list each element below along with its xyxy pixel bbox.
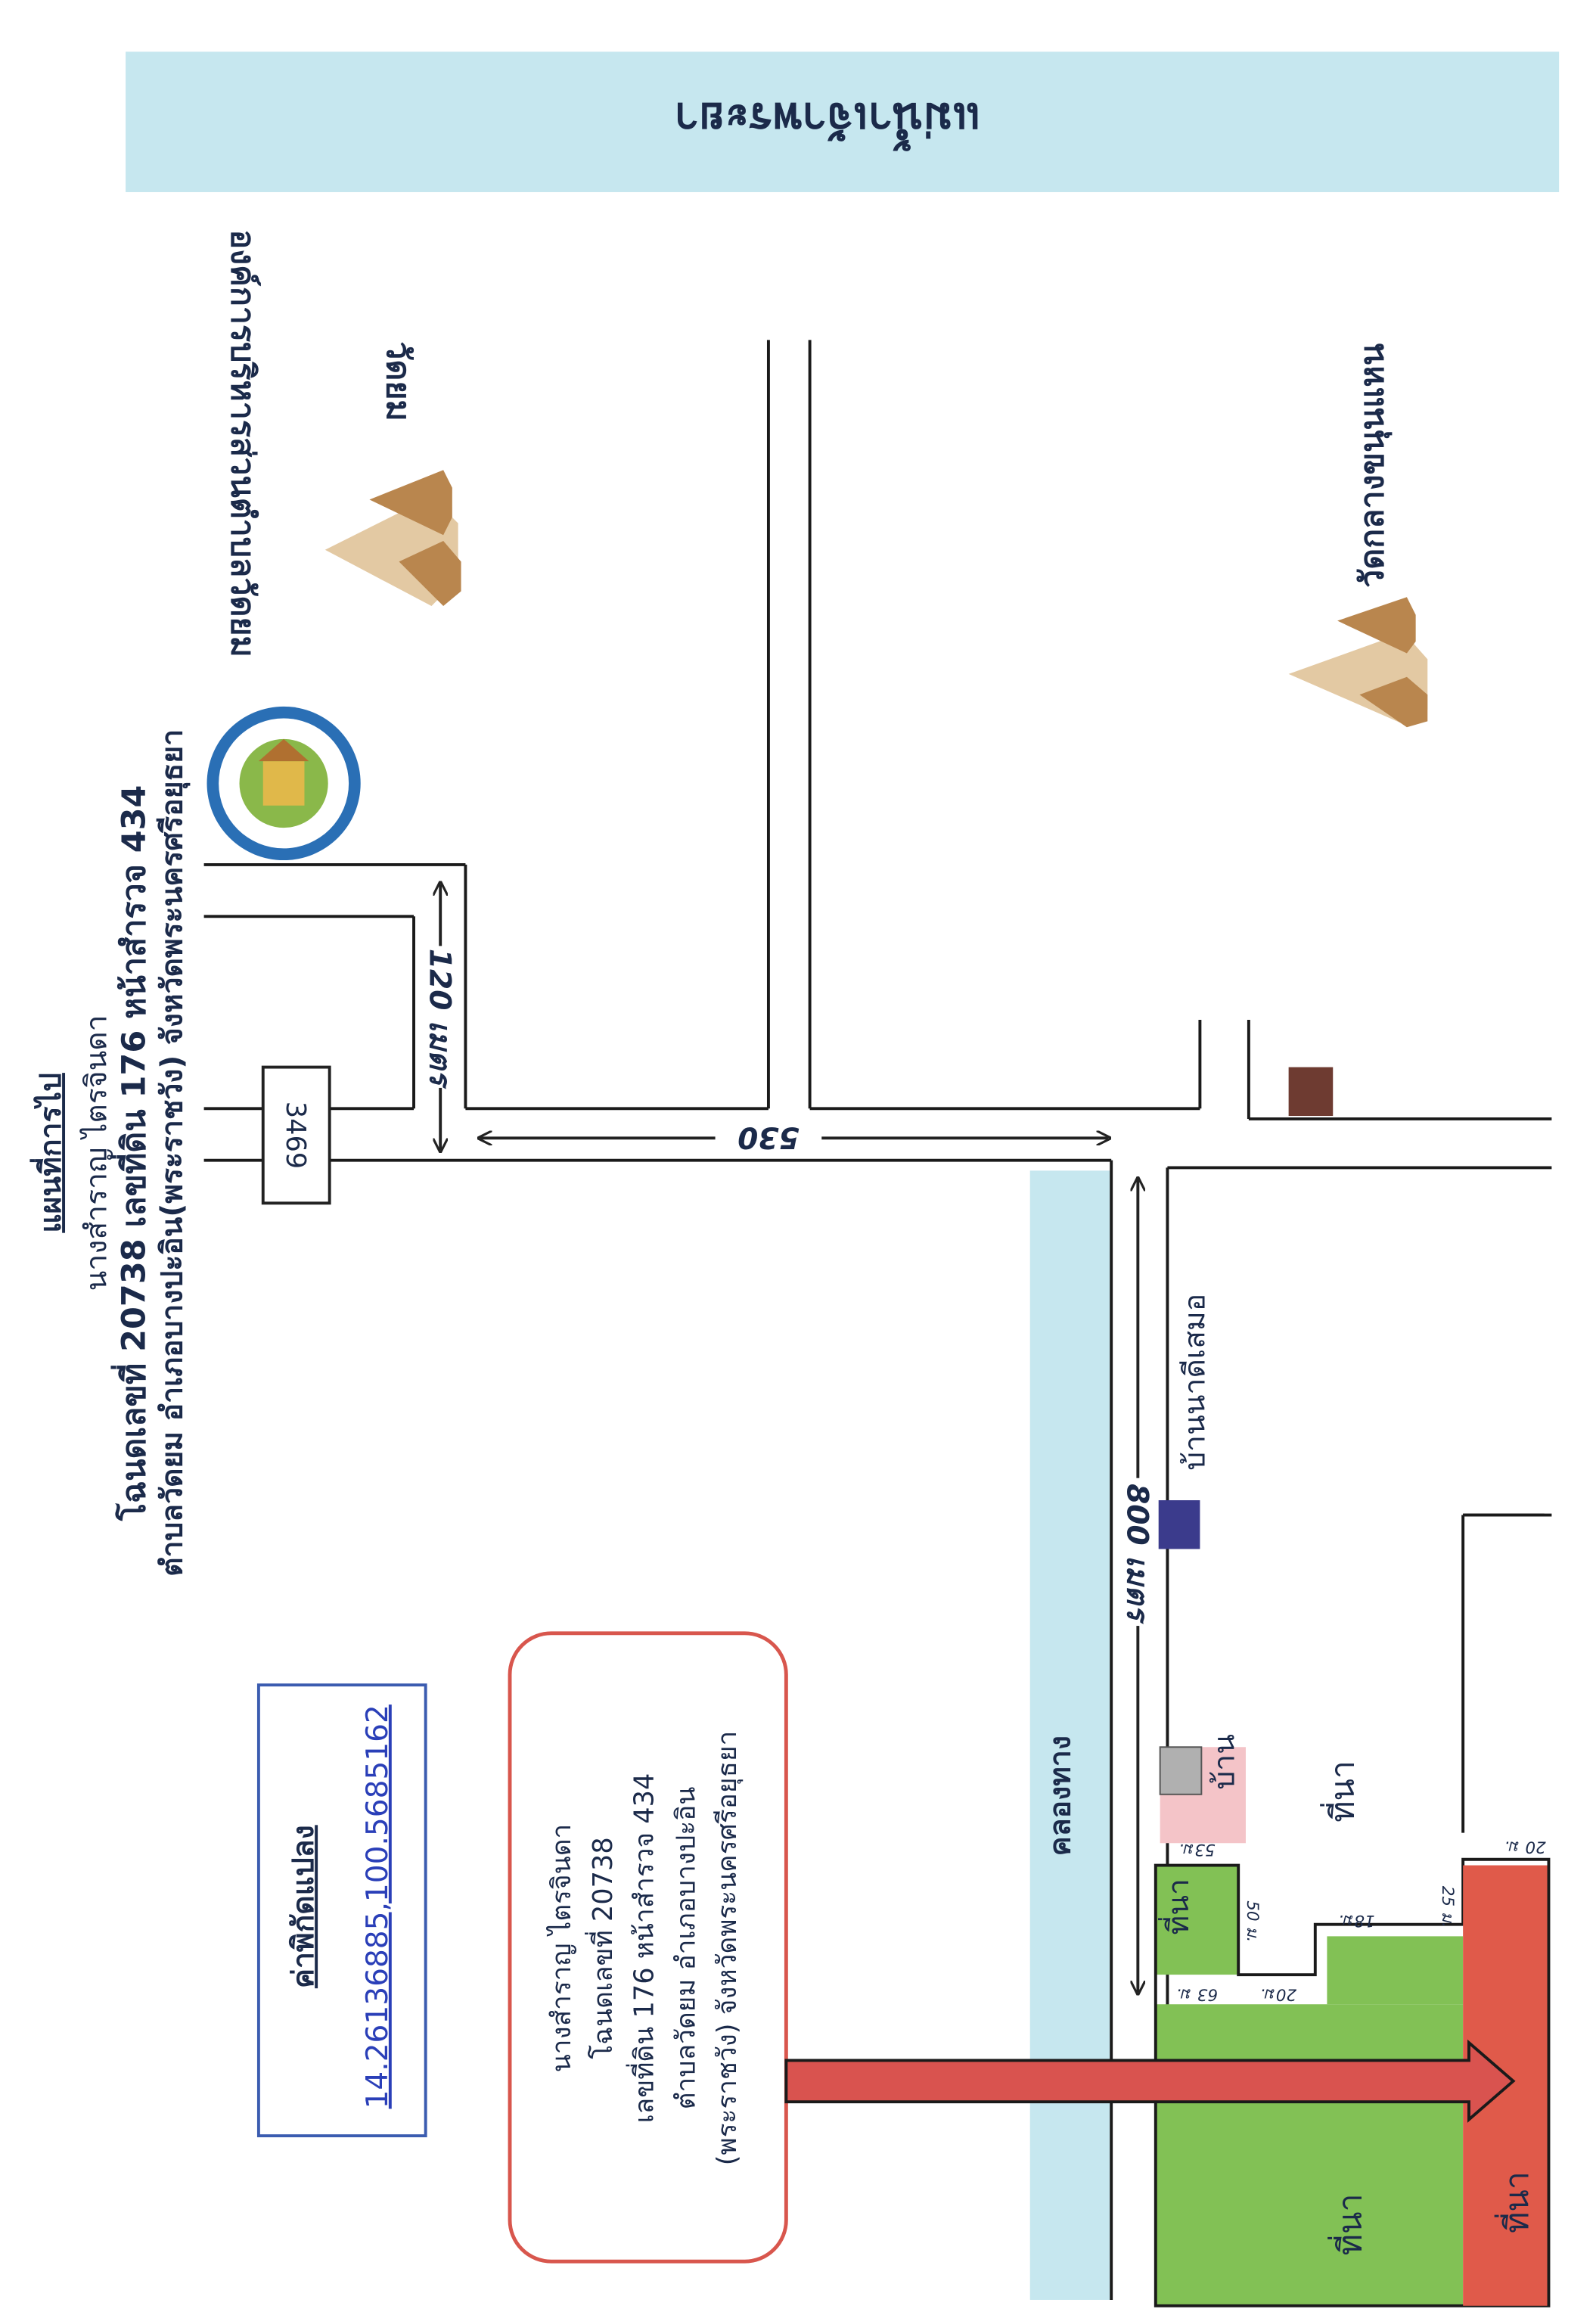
title-block: แผนที่การไป นางสำราญ ไตรจินดา โฉนดเลขที่… — [29, 729, 190, 1577]
paddy-label-2: ที่นา — [1158, 1878, 1196, 1934]
canal — [1029, 1170, 1112, 2300]
temple-wat-klang-icon — [1288, 597, 1428, 728]
distance-120m-label: 120 เมตร — [423, 949, 457, 1090]
pointer-arrow — [784, 2039, 1516, 2123]
callout-box — [508, 1631, 788, 2264]
distance-530-label: 530 — [737, 1120, 800, 1154]
distance-800m-mask — [1119, 1478, 1156, 1627]
distance-120m-mask — [422, 946, 458, 1088]
callout-line-5: (พระราชวัง) จังหวัดพระนครศรีอยุธยา — [712, 1731, 743, 2166]
road-number-box — [261, 1065, 331, 1205]
measure-63m: 63 ม. — [1176, 1985, 1218, 2004]
village-label: บ้านนาดีเสมอ — [1178, 1294, 1212, 1471]
river — [126, 51, 1560, 192]
measure-25m: 25 ม. — [1438, 1886, 1457, 1928]
measure-53m: 53ม. — [1178, 1840, 1215, 1859]
title-owner: นางสำราญ ไตรจินดา — [80, 1015, 114, 1291]
distance-800m-label: 800 เมตร — [1120, 1484, 1154, 1625]
canal-label: คลองทาง — [1043, 1736, 1077, 1856]
village-marker — [1158, 1500, 1200, 1549]
tao-office-label: องค์การบริหารส่วนตำบลวัดยม — [224, 229, 262, 657]
coordinates-box — [256, 1683, 427, 2138]
measure-50m: 50 ม. — [1243, 1900, 1262, 1942]
distance-530-mask — [715, 1120, 822, 1156]
temple-wat-yom-icon — [324, 470, 461, 607]
measure-20m-a: 20ม. — [1260, 1985, 1296, 2004]
coordinates-value[interactable]: 14.26136885,100.5685162 — [361, 1704, 395, 2108]
callout-line-2: โฉนดเลขที่ 20738 — [585, 1837, 619, 2059]
paddy-label-1: ที่นา — [1321, 1760, 1362, 1823]
plot-measurements: 53ม. 63 ม. 50 ม. 20ม. 18ม. 25 ม. 20 ม. — [1176, 1837, 1546, 2003]
callout-line-4: ตำบลวัดยม อำเภอบางปะอิน — [670, 1787, 701, 2110]
title-deed: โฉนดเลขที่ 20738 เลขที่ดิน 176 หน้าสำรวจ… — [110, 785, 153, 1522]
paddy-label-4: ที่นา — [1495, 2171, 1536, 2233]
coordinates-label: ค่าพิกัดแปลง — [287, 1825, 321, 1988]
temple-wat-klang-label: วัดกลางขนุนแหน — [1354, 343, 1393, 588]
title-location: ตำบลวัดยม อำเภอบางปะอิน(พระราชวัง) จังหว… — [155, 729, 190, 1577]
measure-18m: 18ม. — [1338, 1911, 1374, 1930]
title-heading: แผนที่การไป — [29, 1073, 68, 1233]
road-number: 3469 — [280, 1102, 311, 1169]
paddy-label-3: ที่นา — [1327, 2193, 1369, 2255]
river-label: แม่น้ำเจ้าพระยา — [674, 93, 981, 151]
house-icon — [1159, 1746, 1203, 1795]
measure-20m-b: 20 ม. — [1504, 1837, 1546, 1856]
callout-line-1: นางสำราญ ไตรจินดา — [546, 1824, 577, 2073]
temple-wat-yom-label: วัดยม — [379, 341, 417, 421]
callout-line-3: เลขที่ดิน 176 หน้าสำรวจ 434 — [626, 1773, 660, 2124]
house-label: บ้าน — [1207, 1734, 1241, 1789]
marker-brown — [1288, 1067, 1334, 1117]
tao-seal-icon — [206, 706, 361, 861]
